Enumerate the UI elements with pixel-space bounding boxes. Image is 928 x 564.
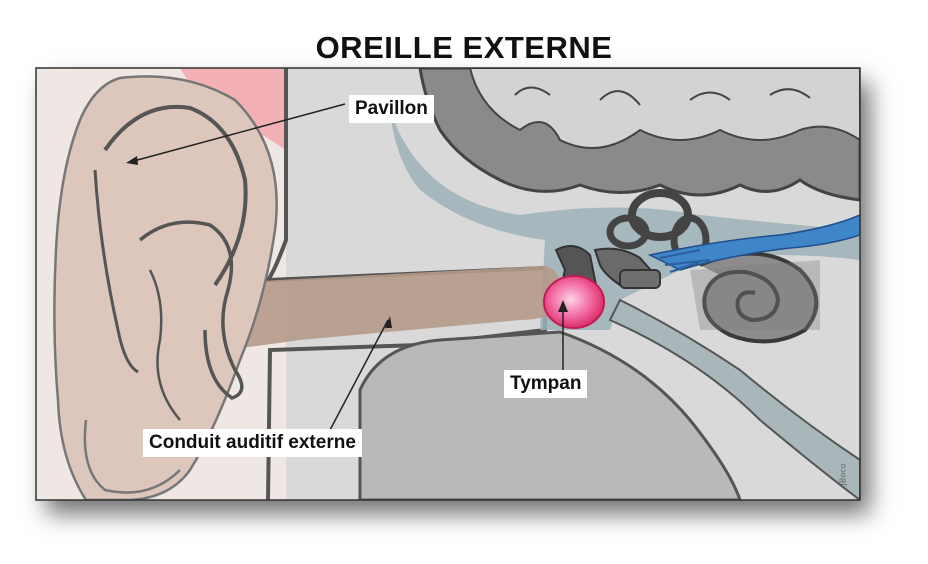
artist-signature: JBoco xyxy=(838,463,848,486)
temporal-bone xyxy=(358,330,742,500)
diagram-title: OREILLE EXTERNE xyxy=(315,30,613,65)
pinna-helix xyxy=(103,105,248,287)
earlobe xyxy=(83,419,181,494)
tympan-arrowhead xyxy=(558,300,568,312)
mastoid-ridges xyxy=(514,86,811,106)
pavillon-label: Pavillon xyxy=(349,95,434,123)
pavillon-arrowhead xyxy=(126,156,138,165)
ear-canal xyxy=(218,266,560,348)
auditory-nerve xyxy=(647,214,860,271)
eustachian-tube xyxy=(608,298,860,500)
nerve-fibers xyxy=(659,249,711,273)
pinna-fold xyxy=(148,269,181,421)
conduit-pointer xyxy=(329,319,389,431)
stapes xyxy=(619,269,661,289)
mastoid-cells xyxy=(468,68,860,149)
pinna-concha xyxy=(138,220,244,400)
conduit-label: Conduit auditif externe xyxy=(143,429,362,457)
cochlea-base xyxy=(690,260,820,330)
cochlea xyxy=(699,251,819,344)
pinna-antihelix xyxy=(93,169,139,374)
tympan-label: Tympan xyxy=(504,370,588,398)
semicircular-canal-2 xyxy=(606,214,650,250)
tympanic-membrane xyxy=(543,275,605,329)
conduit-arrowhead xyxy=(385,316,392,328)
pinna xyxy=(53,75,278,500)
pavillon-pointer xyxy=(129,103,346,163)
frame-border xyxy=(35,67,861,501)
